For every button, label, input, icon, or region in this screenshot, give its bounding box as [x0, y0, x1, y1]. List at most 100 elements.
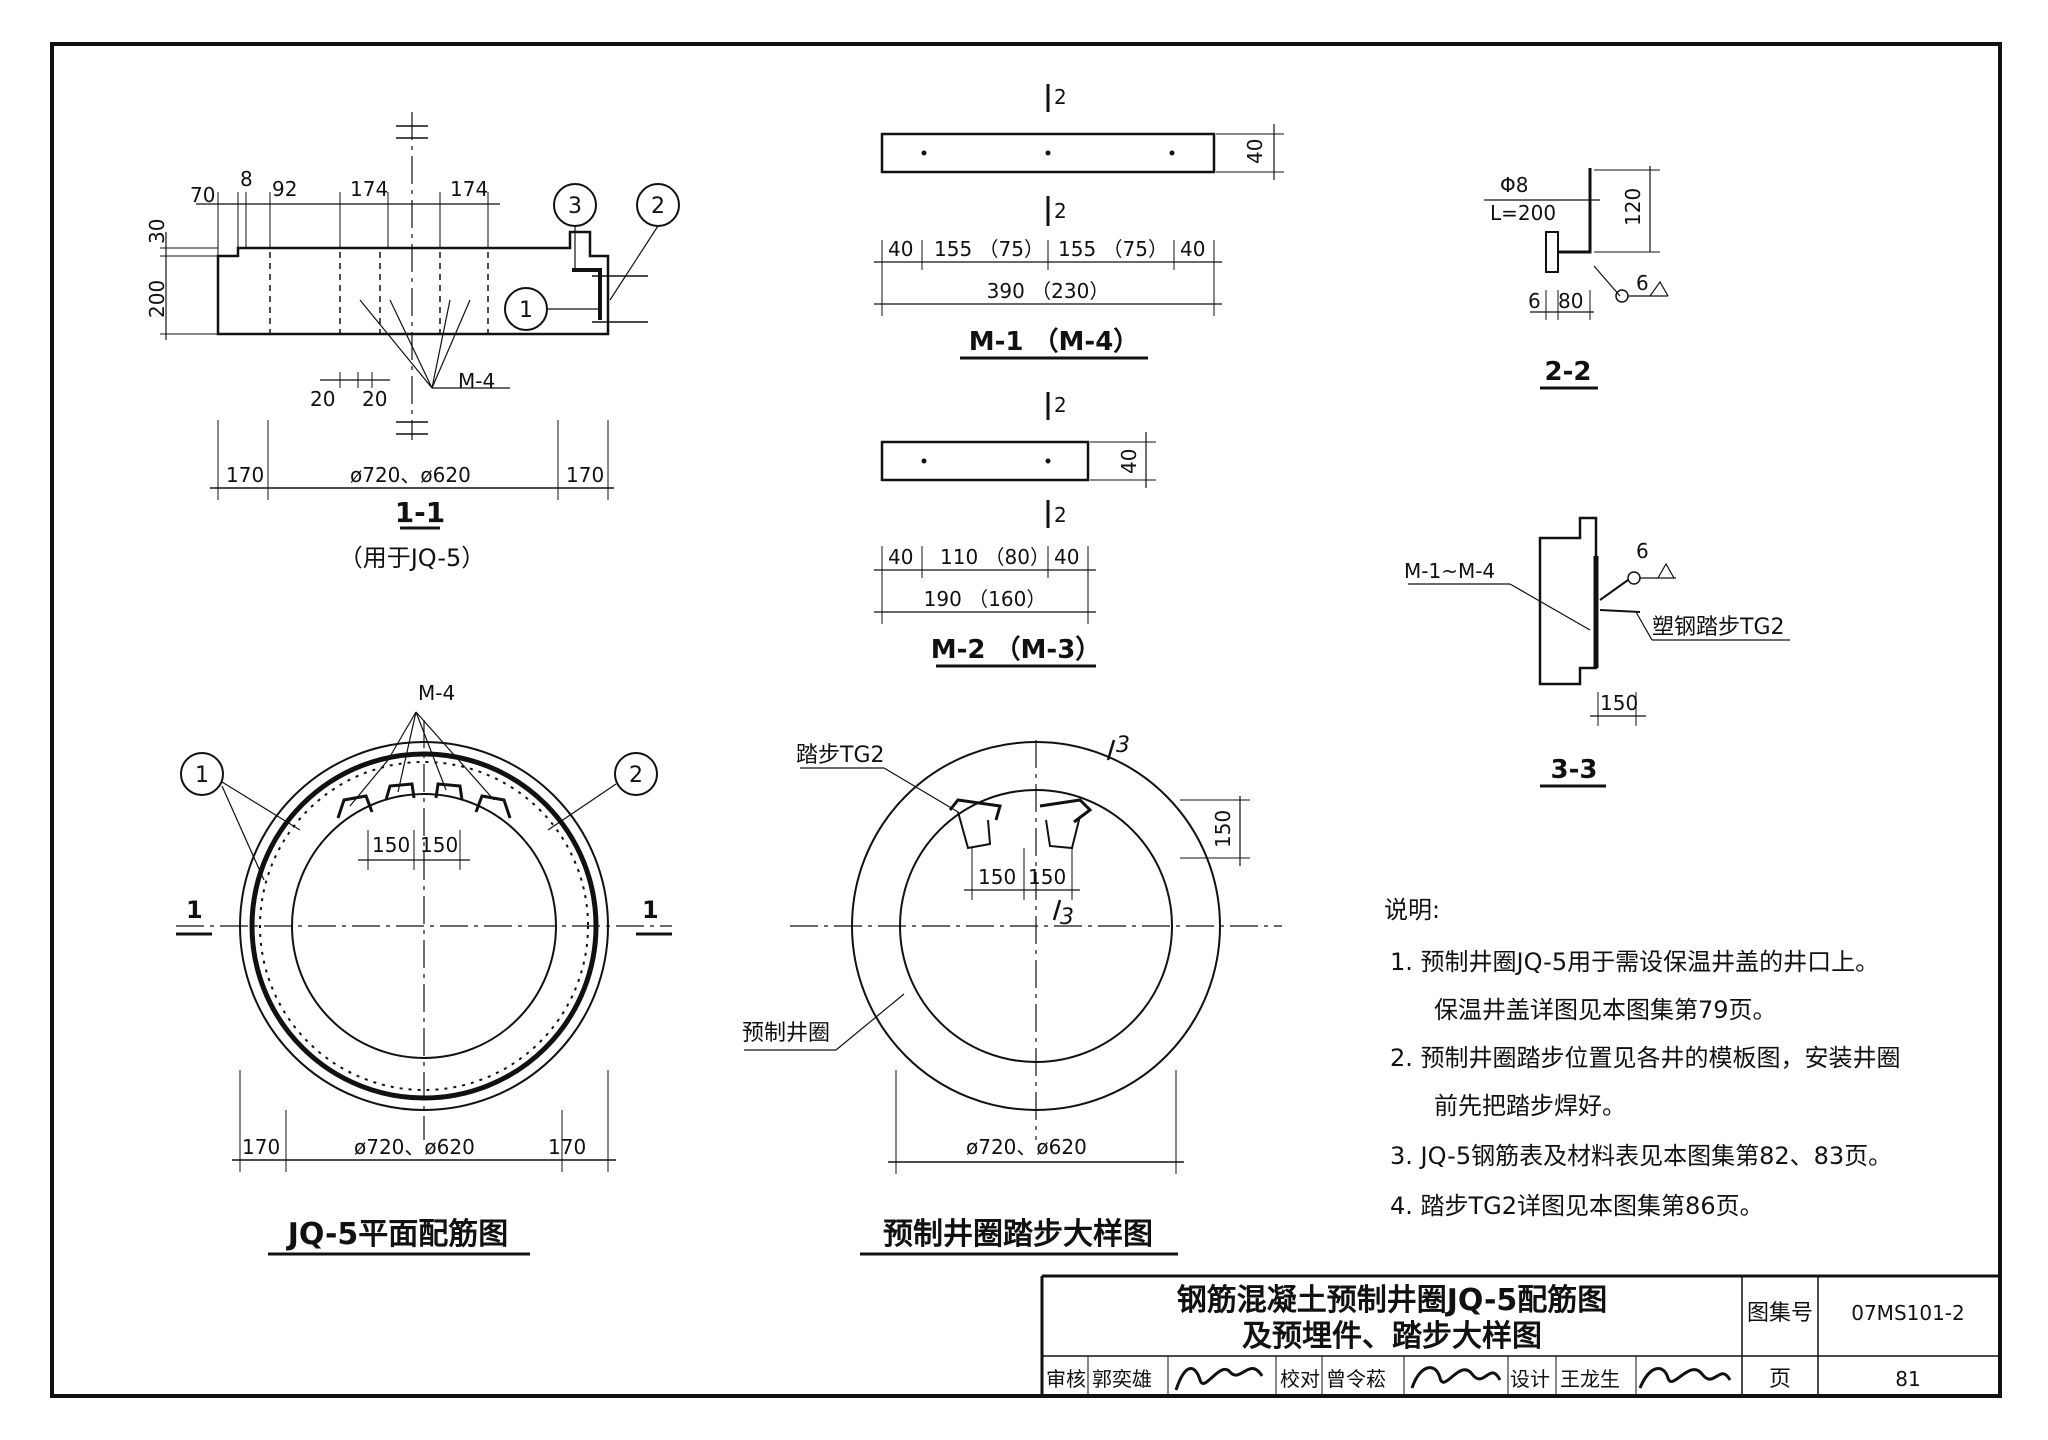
callout-1-text: 1: [519, 298, 533, 323]
note-2-cont: 前先把踏步焊好。: [1434, 1092, 1626, 1120]
s33-dim-150: 150: [1600, 691, 1638, 715]
step-dim-150-right: 150: [1028, 865, 1066, 889]
step-ring-label: 预制井圈: [742, 1021, 830, 1046]
step-dim-150-left: 150: [978, 865, 1016, 889]
plan-dim-170-right: 170: [548, 1135, 586, 1159]
check-name: 曾令菘: [1326, 1367, 1386, 1391]
m2-dim-40a: 40: [888, 545, 913, 569]
m2-dim-total: 190 （160）: [924, 587, 1047, 611]
step-label: 踏步TG2: [796, 743, 884, 768]
subtitle-1-1: （用于JQ-5）: [339, 544, 486, 572]
s22-bar: Φ8: [1500, 173, 1528, 197]
label-m4: M-4: [458, 369, 495, 393]
m1-dim-40: 40: [1243, 139, 1267, 164]
s22-dim-6: 6: [1528, 289, 1541, 313]
dim-170-left: 170: [226, 463, 264, 487]
m1-dim-40a: 40: [888, 237, 913, 261]
step-section-bottom: 3: [1060, 905, 1074, 930]
dim-70: 70: [190, 183, 215, 207]
callout-3-text: 3: [568, 194, 582, 219]
note-2: 2. 预制井圈踏步位置见各井的模板图，安装井圈: [1390, 1044, 1901, 1072]
title-block: [1040, 1274, 2000, 1396]
m2-section-top: 2: [1054, 393, 1067, 417]
s33-step: 塑钢踏步TG2: [1652, 615, 1784, 640]
dim-20-left: 20: [310, 387, 335, 411]
plan-callout-1: [180, 752, 224, 796]
m2-dim-110: 110 （80）: [940, 545, 1050, 569]
note-1: 1. 预制井圈JQ-5用于需设保温井盖的井口上。: [1390, 948, 1879, 976]
design-name: 王龙生: [1560, 1367, 1620, 1391]
dim-92: 92: [272, 177, 297, 201]
title-1-1: 1-1: [395, 496, 446, 529]
note-1-cont: 保温井盖详图见本图集第79页。: [1434, 996, 1777, 1024]
plan-section-right: 1: [642, 896, 659, 924]
section-3-3: [1408, 516, 1790, 788]
plan-dim-150-right: 150: [420, 833, 458, 857]
plan-dim-150-left: 150: [372, 833, 410, 857]
review-name: 郭奕雄: [1092, 1367, 1152, 1391]
sheet-title-line1: 钢筋混凝土预制井圈JQ-5配筋图: [1177, 1283, 1608, 1318]
dim-8: 8: [240, 167, 253, 191]
m1-section-bottom: 2: [1054, 199, 1067, 223]
m1-dim-40b: 40: [1180, 237, 1205, 261]
review-label: 审核: [1046, 1367, 1086, 1391]
m1-dim-155b: 155 （75）: [1058, 237, 1168, 261]
title-3-3: 3-3: [1551, 755, 1598, 785]
note-3: 3. JQ-5钢筋表及材料表见本图集第82、83页。: [1390, 1142, 1892, 1170]
signature-check: [1410, 1366, 1502, 1389]
atlas-label: 图集号: [1747, 1301, 1813, 1326]
sheet-title-line2: 及预埋件、踏步大样图: [1242, 1319, 1542, 1354]
s33-weld: 6: [1636, 539, 1649, 563]
note-4: 4. 踏步TG2详图见本图集第86页。: [1390, 1192, 1764, 1220]
jq5-plan: [176, 711, 672, 1256]
m1-dim-total: 390 （230）: [987, 279, 1110, 303]
step-dim-150-vert: 150: [1211, 810, 1235, 848]
dim-diameter: ø720、ø620: [350, 463, 471, 487]
plan-m4: M-4: [418, 681, 455, 705]
atlas-number: 07MS101-2: [1851, 1301, 1965, 1325]
dim-174-right: 174: [450, 177, 488, 201]
plan-callout-1-text: 1: [195, 763, 209, 788]
plan-dim-diameter: ø720、ø620: [354, 1135, 475, 1159]
design-label: 设计: [1510, 1367, 1550, 1391]
plan-callout-2-text: 2: [629, 763, 643, 788]
signature-design: [1638, 1367, 1732, 1389]
dim-30: 30: [145, 219, 169, 244]
m1-dim-155a: 155 （75）: [934, 237, 1044, 261]
s22-bar-len: L=200: [1490, 201, 1556, 225]
sheet-border: [50, 42, 2002, 1398]
notes-heading: 说明:: [1384, 896, 1440, 924]
step-dim-diameter: ø720、ø620: [966, 1135, 1087, 1159]
m2-dim-40: 40: [1117, 449, 1141, 474]
s33-embed: M-1~M-4: [1404, 559, 1495, 583]
plan-section-left: 1: [186, 896, 203, 924]
title-m2: M-2 （M-3）: [931, 635, 1102, 665]
part-m2: [874, 392, 1156, 668]
dim-174-left: 174: [350, 177, 388, 201]
dim-200: 200: [145, 280, 169, 318]
title-m1: M-1 （M-4）: [969, 327, 1140, 357]
page-number: 81: [1895, 1367, 1920, 1391]
signature-review: [1174, 1367, 1264, 1391]
title-2-2: 2-2: [1545, 357, 1592, 387]
plan-dim-170-left: 170: [242, 1135, 280, 1159]
dim-170-right: 170: [566, 463, 604, 487]
dim-20-right: 20: [362, 387, 387, 411]
callout-2-text: 2: [651, 194, 665, 219]
title-plan: JQ-5平面配筋图: [286, 1217, 509, 1252]
s22-weld: 6: [1636, 271, 1649, 295]
m1-section-top: 2: [1054, 85, 1067, 109]
s22-dim-80: 80: [1558, 289, 1583, 313]
section-2-2: [1484, 166, 1669, 390]
title-step-detail: 预制井圈踏步大样图: [883, 1217, 1153, 1252]
page-label: 页: [1769, 1367, 1791, 1392]
part-m1: [874, 84, 1284, 360]
s22-dim-120: 120: [1621, 188, 1645, 226]
m2-section-bottom: 2: [1054, 503, 1067, 527]
plan-callout-2: [614, 752, 658, 796]
step-detail: [744, 739, 1282, 1256]
m2-dim-40b: 40: [1054, 545, 1079, 569]
section-1-1: [160, 112, 680, 530]
check-label: 校对: [1280, 1367, 1320, 1391]
